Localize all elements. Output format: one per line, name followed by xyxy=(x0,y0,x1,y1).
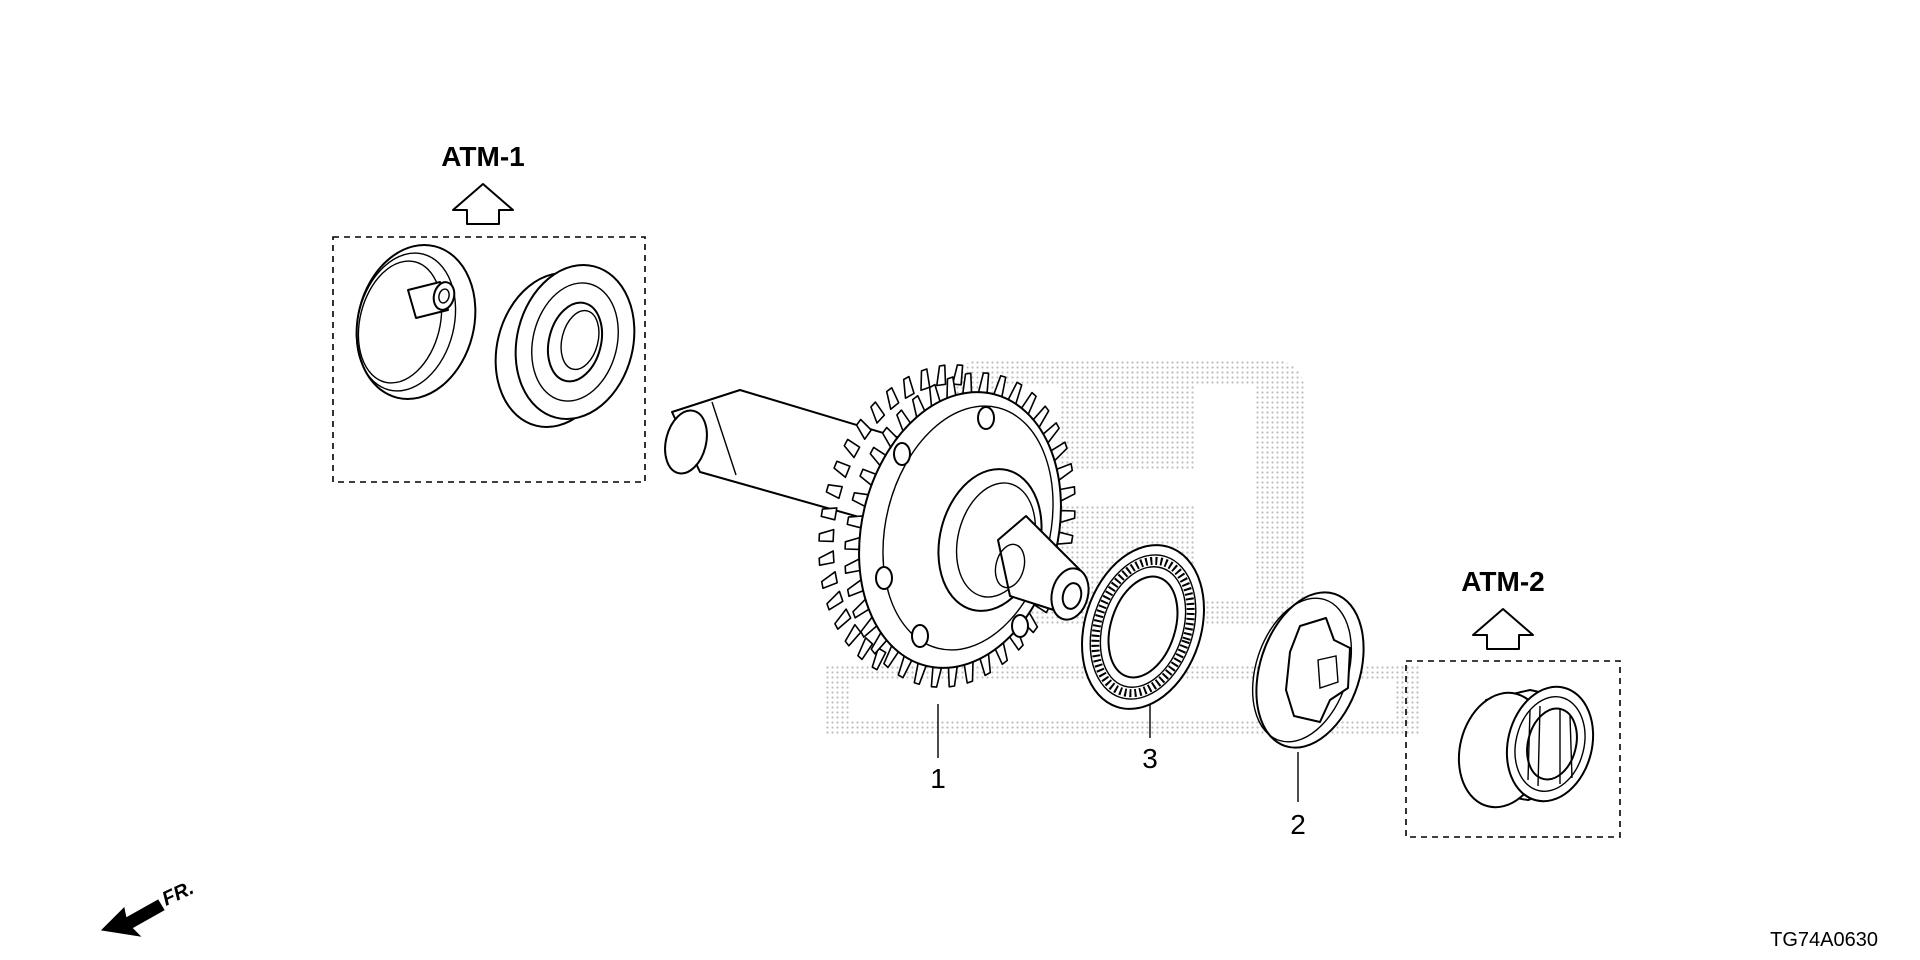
gear-tooth-back xyxy=(834,608,852,630)
ball-bearing xyxy=(494,264,636,428)
gear-tooth-back xyxy=(857,637,874,661)
bearing-cap xyxy=(355,244,477,400)
diagram-code: TG74A0630 xyxy=(1770,929,1878,951)
gear-tooth-back xyxy=(820,507,838,521)
gear-tooth xyxy=(930,666,943,688)
callout-2[interactable]: 2 xyxy=(1290,752,1306,840)
front-direction-indicator: FR. xyxy=(100,877,197,937)
gear-tooth xyxy=(947,665,958,688)
gear-tooth-back xyxy=(871,647,887,671)
part-1-gear-shaft[interactable] xyxy=(659,364,1094,690)
atm2-dashed-box xyxy=(1405,660,1621,838)
up-arrow-icon xyxy=(1472,608,1534,650)
callout-label-2: 2 xyxy=(1290,809,1306,840)
gear-tooth xyxy=(1059,486,1076,502)
callout-label-3: 3 xyxy=(1142,743,1158,774)
gear-tooth-back xyxy=(885,386,900,410)
gear-tooth-back xyxy=(902,375,915,399)
atm2-reference[interactable]: ATM-2 xyxy=(1405,566,1621,838)
atm2-label: ATM-2 xyxy=(1461,566,1544,597)
part-2-thrust-washer[interactable] xyxy=(1235,578,1382,761)
atm1-dashed-box xyxy=(332,236,646,483)
gear-tooth-back xyxy=(826,590,844,611)
callout-1[interactable]: 1 xyxy=(930,704,946,794)
gear-tooth xyxy=(844,558,861,574)
atm1-reference[interactable]: ATM-1 xyxy=(332,141,650,483)
gear-tooth-back xyxy=(855,418,872,440)
gear-tooth-back xyxy=(870,401,886,424)
gear-tooth xyxy=(844,536,861,551)
callout-3[interactable]: 3 xyxy=(1142,705,1158,774)
gear-tooth-back xyxy=(920,368,931,391)
gear-tooth-back xyxy=(843,438,861,459)
front-label: FR. xyxy=(159,877,197,911)
gear-tooth-back xyxy=(833,460,851,479)
up-arrow-icon xyxy=(452,183,514,225)
gear-tooth-back xyxy=(818,550,835,566)
gear-tooth-back xyxy=(820,571,838,590)
gear-tooth-back xyxy=(951,364,964,386)
needle-bearing xyxy=(1457,685,1595,809)
part-3-thrust-bearing[interactable] xyxy=(1062,529,1224,725)
gear-tooth-back xyxy=(936,364,947,387)
gear-tooth-back xyxy=(825,484,843,500)
gear-tooth-back xyxy=(844,623,862,647)
front-arrow-icon xyxy=(100,899,165,937)
callout-label-1: 1 xyxy=(930,763,946,794)
atm1-label: ATM-1 xyxy=(441,141,524,172)
gear-tooth-back xyxy=(818,528,835,543)
